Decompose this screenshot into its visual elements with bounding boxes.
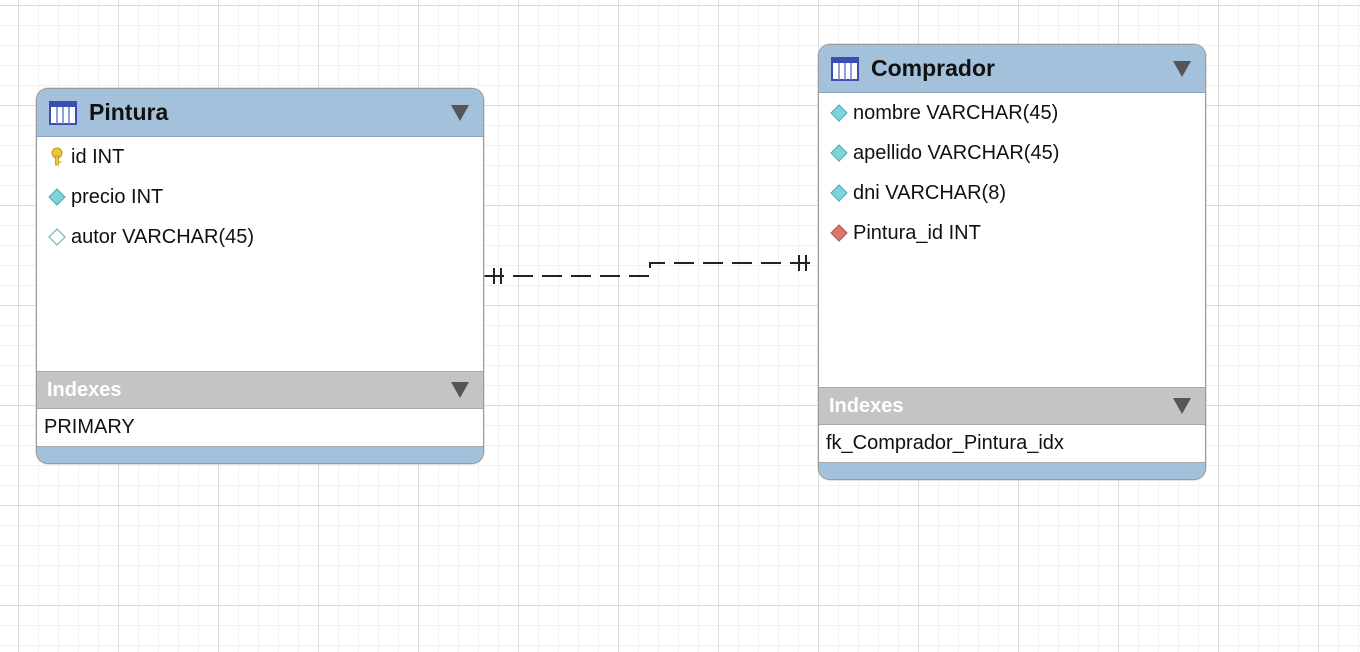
column-row[interactable]: precio INT bbox=[37, 177, 483, 217]
column-list: id INT precio INT autor VARCHAR(45) bbox=[37, 137, 483, 257]
indexes-header[interactable]: Indexes bbox=[819, 387, 1205, 425]
indexes-label: Indexes bbox=[829, 394, 904, 417]
column-row[interactable]: apellido VARCHAR(45) bbox=[819, 133, 1205, 173]
nullable-column-icon bbox=[47, 227, 67, 247]
entity-title-bar[interactable]: Pintura bbox=[37, 89, 483, 137]
not-null-column-icon bbox=[47, 187, 67, 207]
indexes-header[interactable]: Indexes bbox=[37, 371, 483, 409]
column-label: nombre VARCHAR(45) bbox=[853, 101, 1059, 124]
table-icon bbox=[831, 56, 859, 81]
entity-title-bar[interactable]: Comprador bbox=[819, 45, 1205, 93]
column-row[interactable]: id INT bbox=[37, 137, 483, 177]
primary-key-icon bbox=[47, 147, 67, 167]
column-label: precio INT bbox=[71, 185, 164, 208]
column-label: id INT bbox=[71, 145, 125, 168]
index-row[interactable]: PRIMARY bbox=[37, 409, 483, 447]
entity-title: Pintura bbox=[89, 99, 169, 125]
column-label: Pintura_id INT bbox=[853, 221, 981, 244]
column-row[interactable]: Pintura_id INT bbox=[819, 213, 1205, 253]
indexes-label: Indexes bbox=[47, 378, 122, 401]
table-icon bbox=[49, 100, 77, 125]
index-label: PRIMARY bbox=[44, 416, 135, 438]
collapse-triangle-icon[interactable] bbox=[1173, 398, 1191, 414]
column-list: nombre VARCHAR(45) apellido VARCHAR(45) … bbox=[819, 93, 1205, 253]
entity-footer bbox=[37, 447, 483, 463]
column-row[interactable]: autor VARCHAR(45) bbox=[37, 217, 483, 257]
entity-comprador[interactable]: Comprador nombre VARCHAR(45) apellido VA… bbox=[818, 44, 1206, 480]
collapse-triangle-icon[interactable] bbox=[1173, 60, 1191, 77]
index-row[interactable]: fk_Comprador_Pintura_idx bbox=[819, 425, 1205, 463]
not-null-column-icon bbox=[829, 143, 849, 163]
not-null-column-icon bbox=[829, 183, 849, 203]
column-label: apellido VARCHAR(45) bbox=[853, 141, 1060, 164]
index-label: fk_Comprador_Pintura_idx bbox=[826, 432, 1064, 454]
column-label: dni VARCHAR(8) bbox=[853, 181, 1006, 204]
entity-pintura[interactable]: Pintura id INT precio INT bbox=[36, 88, 484, 464]
entity-title: Comprador bbox=[871, 55, 995, 81]
column-label: autor VARCHAR(45) bbox=[71, 225, 255, 248]
collapse-triangle-icon[interactable] bbox=[451, 382, 469, 398]
column-row[interactable]: nombre VARCHAR(45) bbox=[819, 93, 1205, 133]
entity-footer bbox=[819, 463, 1205, 479]
not-null-column-icon bbox=[829, 103, 849, 123]
column-row[interactable]: dni VARCHAR(8) bbox=[819, 173, 1205, 213]
foreign-key-icon bbox=[829, 223, 849, 243]
collapse-triangle-icon[interactable] bbox=[451, 104, 469, 121]
